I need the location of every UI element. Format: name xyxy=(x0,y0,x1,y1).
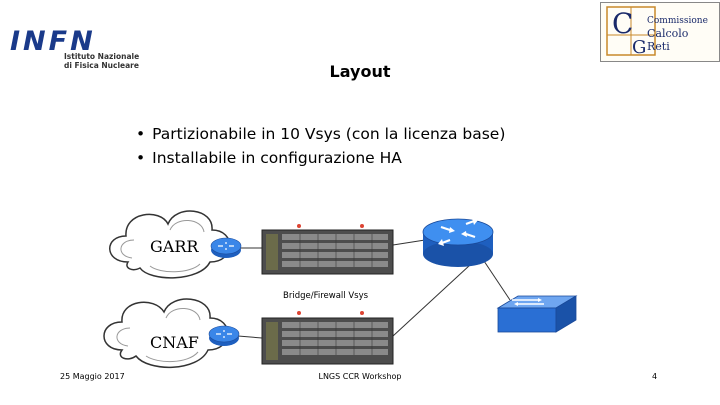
ccr-logo: C G Commissione Calcolo Reti xyxy=(600,2,720,62)
firewall-appliance-icon-bottom xyxy=(261,311,394,365)
router-icon-small-cnaf xyxy=(208,325,240,346)
device-label: Bridge/Firewall Vsys xyxy=(283,291,369,301)
cloud-label-garr: GARR xyxy=(150,237,199,256)
ccr-logo-emblem-icon: C G xyxy=(606,6,656,58)
bullet-item: Partizionabile in 10 Vsys (con la licenz… xyxy=(136,122,505,146)
infn-logo-line2: di Fisica Nucleare xyxy=(64,61,139,70)
cloud-icon-garr: GARR xyxy=(109,210,231,279)
router-icon-large xyxy=(422,218,494,267)
infn-logo-line1: Istituto Nazionale xyxy=(64,52,140,61)
svg-text:C: C xyxy=(612,7,633,40)
connection-lines xyxy=(237,239,511,339)
slide-title: Layout xyxy=(329,62,391,81)
switch-icon xyxy=(496,295,578,333)
ccr-logo-word-1: Commissione xyxy=(647,16,708,26)
ccr-logo-word-2: Calcolo xyxy=(647,27,689,40)
bullet-list: Partizionabile in 10 Vsys (con la licenz… xyxy=(136,122,505,170)
footer-event: LNGS CCR Workshop xyxy=(318,372,402,381)
infn-logo-word: INFN xyxy=(10,26,96,57)
cloud-label-cnaf: CNAF xyxy=(150,333,199,352)
footer-page-number: 4 xyxy=(652,372,658,381)
bullet-item: Installabile in configurazione HA xyxy=(136,146,505,170)
infn-logo: INFN Istituto Nazionale di Fisica Nuclea… xyxy=(8,6,148,70)
router-icon-small-garr xyxy=(210,237,242,258)
svg-text:G: G xyxy=(632,37,646,58)
ccr-logo-word-3: Reti xyxy=(647,40,670,53)
firewall-appliance-icon-top xyxy=(261,224,394,275)
cloud-icon-cnaf: CNAF xyxy=(103,298,229,368)
footer-date: 25 Maggio 2017 xyxy=(60,372,125,381)
